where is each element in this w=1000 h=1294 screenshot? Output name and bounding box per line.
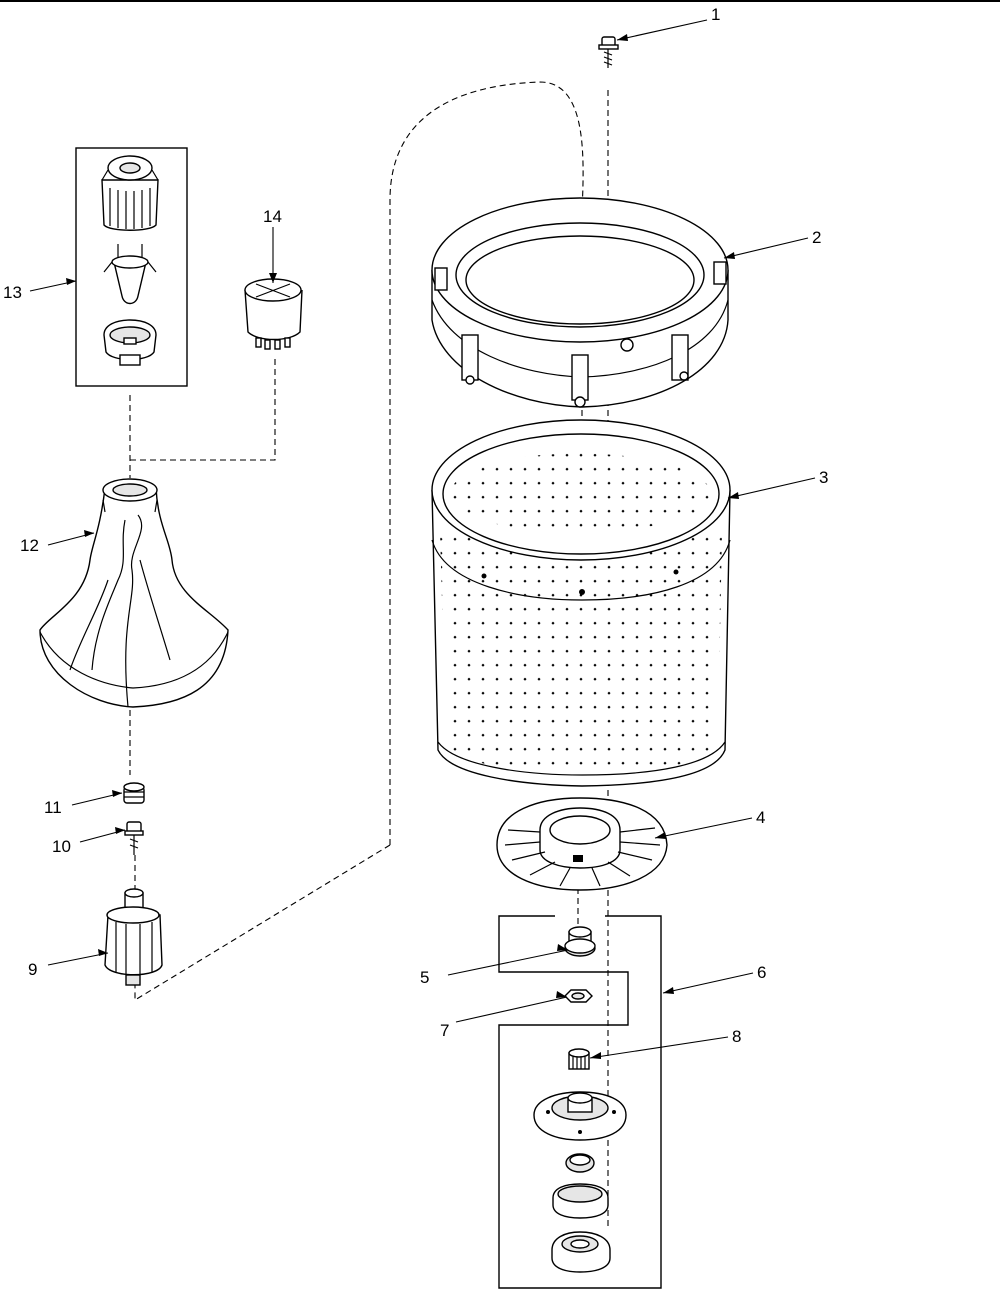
part-2-balance-ring[interactable] [431, 197, 729, 408]
callout-6: 6 [757, 963, 766, 982]
callout-14: 14 [263, 207, 282, 226]
callout-9: 9 [28, 960, 37, 979]
callout-5: 5 [420, 968, 429, 987]
callout-10: 10 [52, 837, 71, 856]
callout-13: 13 [3, 283, 22, 302]
part-6-seal-assembly[interactable] [533, 1091, 627, 1273]
part-7-nut[interactable] [564, 989, 593, 1003]
callout-12: 12 [20, 536, 39, 555]
part-13-dispenser-assembly[interactable] [101, 155, 159, 366]
part-5-bearing[interactable] [564, 926, 596, 957]
part-12-agitator[interactable] [39, 478, 229, 708]
callout-11: 11 [44, 798, 62, 817]
callout-3: 3 [819, 468, 828, 487]
callout-1: 1 [711, 5, 720, 24]
part-4-hub-plate[interactable] [496, 797, 668, 891]
callout-7: 7 [440, 1021, 449, 1040]
part-8-spline[interactable] [568, 1048, 590, 1070]
part-11-nut[interactable] [123, 782, 145, 804]
arrowheads [66, 34, 739, 1059]
part-1-screw[interactable] [598, 36, 619, 68]
callout-2: 2 [812, 228, 821, 247]
part-3-spin-basket[interactable] [431, 419, 731, 787]
part-14-cap[interactable] [244, 278, 303, 350]
part-10-bolt[interactable] [124, 821, 144, 855]
callout-8: 8 [732, 1027, 741, 1046]
callout-4: 4 [756, 808, 765, 827]
part-6-group-box [498, 915, 662, 1289]
part-13-group-box [75, 147, 188, 387]
callout-labels: 1 2 3 4 5 6 7 8 9 10 11 12 13 14 [3, 5, 828, 1046]
part-9-drive-block[interactable] [104, 888, 163, 986]
